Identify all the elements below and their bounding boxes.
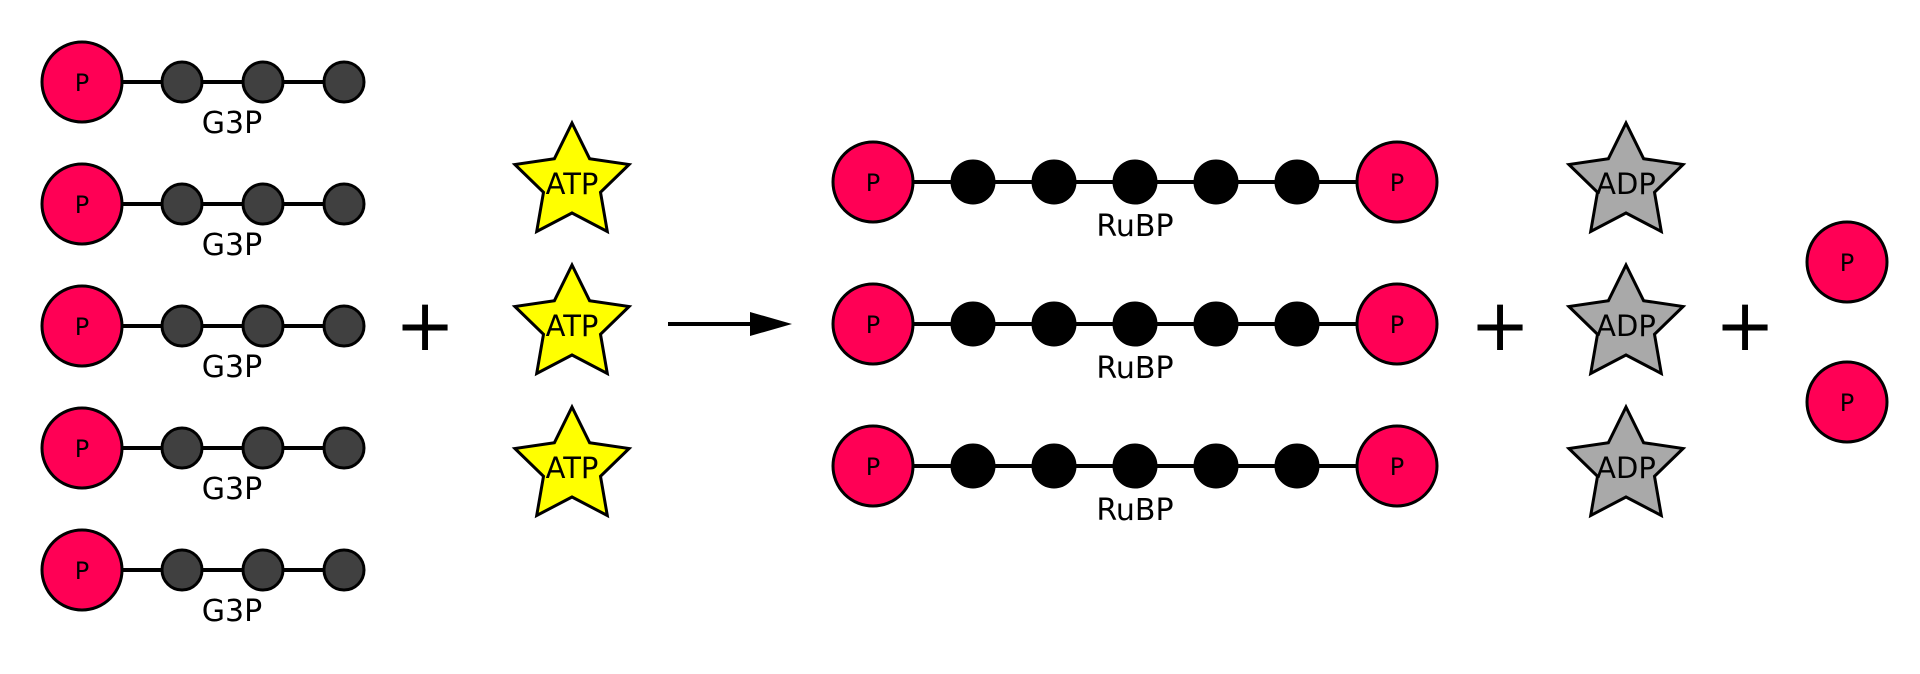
carbon-atom [241, 548, 285, 592]
phosphate-label: P [75, 557, 89, 585]
carbon-atom [322, 548, 366, 592]
carbon-atom [241, 60, 285, 104]
carbon-atom [160, 182, 204, 226]
carbon-atom [1193, 301, 1239, 347]
carbon-atom [241, 182, 285, 226]
adp-label: ADP [1596, 167, 1656, 201]
g3p-label: G3P [202, 472, 262, 507]
adp-star: ADP [1567, 121, 1685, 233]
g3p-molecule: P G3P [40, 284, 366, 385]
phosphate-label: P [1840, 389, 1854, 417]
free-phosphate: P [1805, 220, 1889, 304]
phosphate-label: P [75, 435, 89, 463]
adp-label: ADP [1596, 309, 1656, 343]
carbon-atom [950, 301, 996, 347]
rubp-molecule: P P RuBP [831, 424, 1439, 528]
carbon-atom [950, 443, 996, 489]
adp-label: ADP [1596, 451, 1656, 485]
carbon-atom [1031, 301, 1077, 347]
g3p-label: G3P [202, 594, 262, 629]
adp-star: ADP [1567, 263, 1685, 375]
phosphate-label: P [866, 453, 880, 481]
rubp-molecule-group: P P RuBP P P RuBP P P RuBP [831, 140, 1439, 528]
g3p-label: G3P [202, 228, 262, 263]
phosphate-label: P [1390, 453, 1404, 481]
carbon-atom [160, 426, 204, 470]
atp-star: ATP [513, 121, 631, 233]
phosphate-circle [40, 406, 124, 490]
phosphate-circle [40, 40, 124, 124]
phosphate-label: P [1390, 311, 1404, 339]
phosphate-label: P [75, 69, 89, 97]
phosphate-circle [1805, 220, 1889, 304]
carbon-atom [1112, 159, 1158, 205]
plus-sign-2: + [1470, 283, 1530, 367]
carbon-atom [1193, 159, 1239, 205]
adp-group: ADP ADP ADP [1567, 121, 1685, 517]
carbon-atom [160, 60, 204, 104]
carbon-atom [160, 304, 204, 348]
carbon-atom [1274, 443, 1320, 489]
carbon-atom [1112, 301, 1158, 347]
rubp-label: RuBP [1096, 493, 1173, 528]
atp-label: ATP [546, 309, 599, 343]
phosphate-circle [1805, 360, 1889, 444]
g3p-label: G3P [202, 106, 262, 141]
phosphate-circle [831, 424, 915, 508]
carbon-atom [241, 304, 285, 348]
rubp-label: RuBP [1096, 209, 1173, 244]
atp-label: ATP [546, 451, 599, 485]
g3p-molecule: P G3P [40, 406, 366, 507]
phosphate-circle [831, 282, 915, 366]
carbon-atom [1193, 443, 1239, 489]
atp-label: ATP [546, 167, 599, 201]
adp-star: ADP [1567, 405, 1685, 517]
atp-star: ATP [513, 263, 631, 375]
plus-sign-3: + [1715, 283, 1775, 367]
phosphate-label: P [1390, 169, 1404, 197]
phosphate-label: P [1840, 249, 1854, 277]
plus-sign-1: + [395, 283, 455, 367]
carbon-atom [322, 60, 366, 104]
carbon-atom [160, 548, 204, 592]
g3p-molecule: P G3P [40, 40, 366, 141]
right-arrow-icon [668, 312, 792, 336]
carbon-atom [322, 304, 366, 348]
g3p-molecule: P G3P [40, 162, 366, 263]
phosphate-label: P [75, 313, 89, 341]
atp-star: ATP [513, 405, 631, 517]
rubp-label: RuBP [1096, 351, 1173, 386]
carbon-atom [241, 426, 285, 470]
g3p-molecule-group: P G3P P G3P P G3P P G3P P G3P [40, 40, 366, 629]
phosphate-circle [40, 284, 124, 368]
g3p-label: G3P [202, 350, 262, 385]
carbon-atom [1112, 443, 1158, 489]
atp-group: ATP ATP ATP [513, 121, 631, 517]
phosphate-circle [1355, 282, 1439, 366]
carbon-atom [322, 426, 366, 470]
carbon-atom [950, 159, 996, 205]
rubp-molecule: P P RuBP [831, 282, 1439, 386]
phosphate-label: P [866, 311, 880, 339]
phosphate-label: P [866, 169, 880, 197]
carbon-atom [1031, 159, 1077, 205]
free-phosphate-group: PP [1805, 220, 1889, 444]
carbon-atom [322, 182, 366, 226]
g3p-molecule: P G3P [40, 528, 366, 629]
phosphate-circle [831, 140, 915, 224]
carbon-atom [1274, 301, 1320, 347]
phosphate-label: P [75, 191, 89, 219]
rubp-molecule: P P RuBP [831, 140, 1439, 244]
phosphate-circle [40, 162, 124, 246]
phosphate-circle [1355, 424, 1439, 508]
carbon-atom [1274, 159, 1320, 205]
carbon-atom [1031, 443, 1077, 489]
phosphate-circle [1355, 140, 1439, 224]
free-phosphate: P [1805, 360, 1889, 444]
phosphate-circle [40, 528, 124, 612]
